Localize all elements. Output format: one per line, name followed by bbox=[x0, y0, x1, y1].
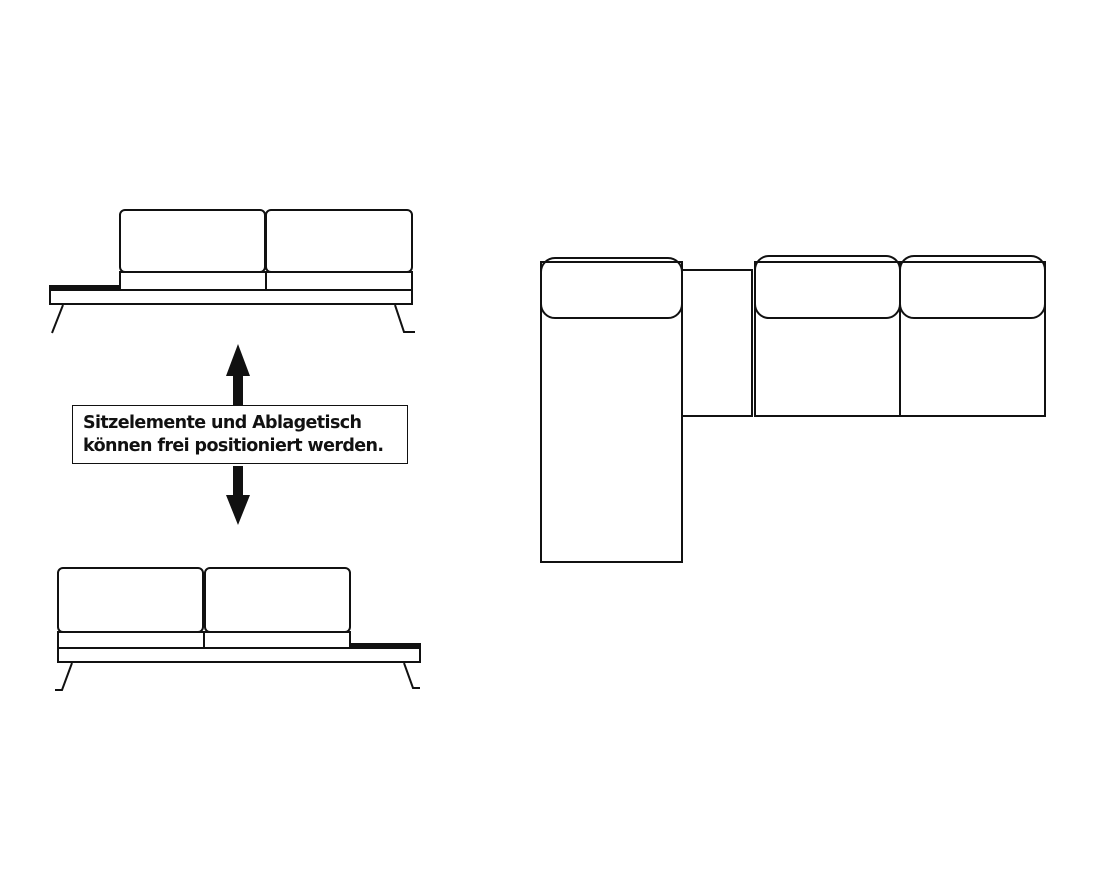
seat-module bbox=[899, 261, 1046, 417]
platform bbox=[57, 647, 421, 663]
side-table bbox=[681, 269, 753, 417]
chaise-back-cushion bbox=[540, 257, 683, 319]
platform bbox=[49, 289, 413, 305]
back-cushion bbox=[57, 567, 204, 633]
sofa-top-view bbox=[540, 255, 1046, 563]
side-table bbox=[49, 285, 121, 291]
caption-box: Sitzelemente und Ablagetisch können frei… bbox=[72, 405, 408, 464]
back-cushion bbox=[754, 255, 901, 319]
arrow-up-icon bbox=[226, 344, 250, 405]
back-cushion bbox=[265, 209, 413, 273]
seat-cushion bbox=[57, 631, 205, 649]
caption-line-2: können frei positioniert werden. bbox=[83, 436, 384, 456]
seat-module bbox=[754, 261, 901, 417]
back-cushion bbox=[119, 209, 266, 273]
leg bbox=[51, 304, 64, 334]
side-table bbox=[349, 643, 421, 649]
seat-cushion bbox=[119, 271, 267, 291]
seat-cushion bbox=[265, 271, 413, 291]
back-cushion bbox=[899, 255, 1046, 319]
caption-line-1: Sitzelemente und Ablagetisch bbox=[83, 413, 362, 433]
leg bbox=[403, 662, 420, 689]
leg bbox=[394, 304, 415, 333]
arrow-down-icon bbox=[226, 466, 250, 525]
sofa-side-view-table-left bbox=[49, 209, 415, 334]
chaise-seat bbox=[540, 261, 683, 563]
sofa-side-view-table-right bbox=[55, 567, 421, 691]
seat-cushion bbox=[203, 631, 351, 649]
leg bbox=[55, 662, 73, 691]
move-arrow bbox=[226, 344, 250, 525]
back-cushion bbox=[204, 567, 351, 633]
